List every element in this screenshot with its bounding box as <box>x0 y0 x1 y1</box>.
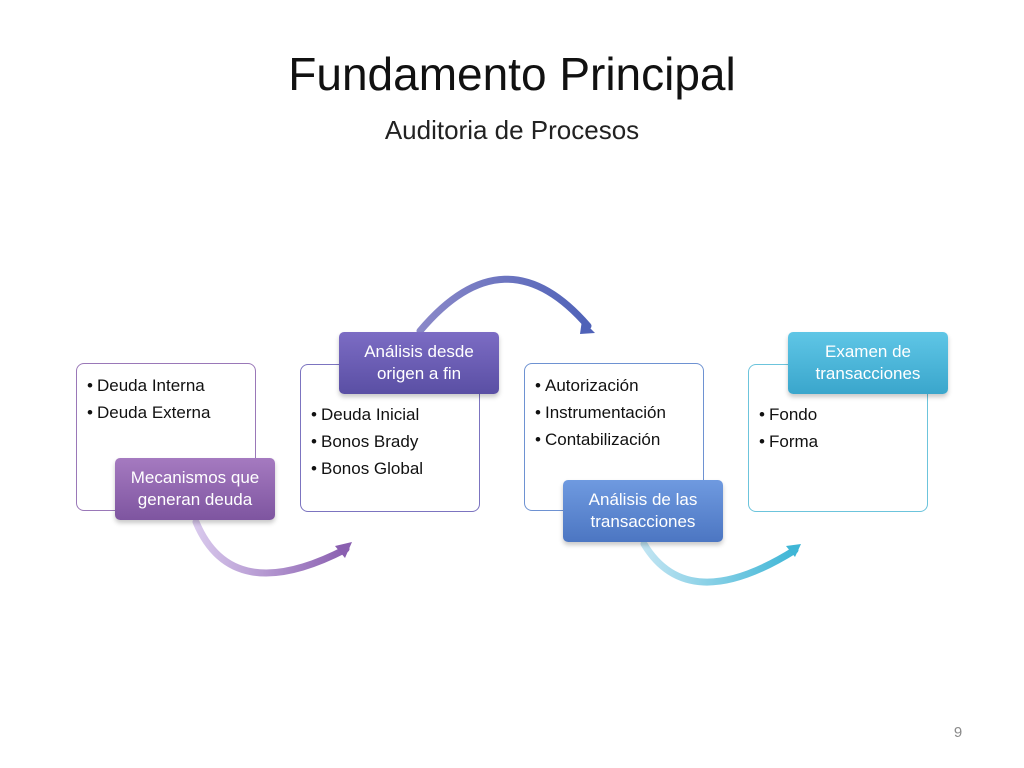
step-4-list: Fondo Forma <box>759 401 921 455</box>
step-2-list: Deuda Inicial Bonos Brady Bonos Global <box>311 401 473 482</box>
list-item: Deuda Inicial <box>311 401 473 428</box>
page-number: 9 <box>953 724 963 741</box>
list-item: Autorización <box>535 372 697 399</box>
step-1-label: Mecanismos que generan deuda <box>115 458 275 520</box>
arrow-connector-2 <box>416 275 595 335</box>
list-item: Contabilización <box>535 426 697 453</box>
list-item: Deuda Interna <box>87 372 249 399</box>
list-item: Forma <box>759 428 921 455</box>
step-4-label: Examen de transacciones <box>788 332 948 394</box>
list-item: Fondo <box>759 401 921 428</box>
list-item: Bonos Brady <box>311 428 473 455</box>
list-item: Deuda Externa <box>87 399 249 426</box>
step-3-label: Análisis de las transacciones <box>563 480 723 542</box>
list-item: Bonos Global <box>311 455 473 482</box>
arrow-connector-3 <box>640 540 801 586</box>
slide-subtitle: Auditoria de Procesos <box>384 115 640 145</box>
step-2-label: Análisis desde origen a fin <box>339 332 499 394</box>
arrow-connector-1 <box>192 518 352 577</box>
step-3-list: Autorización Instrumentación Contabiliza… <box>535 372 697 453</box>
step-1-list: Deuda Interna Deuda Externa <box>87 372 249 426</box>
list-item: Instrumentación <box>535 399 697 426</box>
slide-title: Fundamento Principal <box>288 48 736 100</box>
